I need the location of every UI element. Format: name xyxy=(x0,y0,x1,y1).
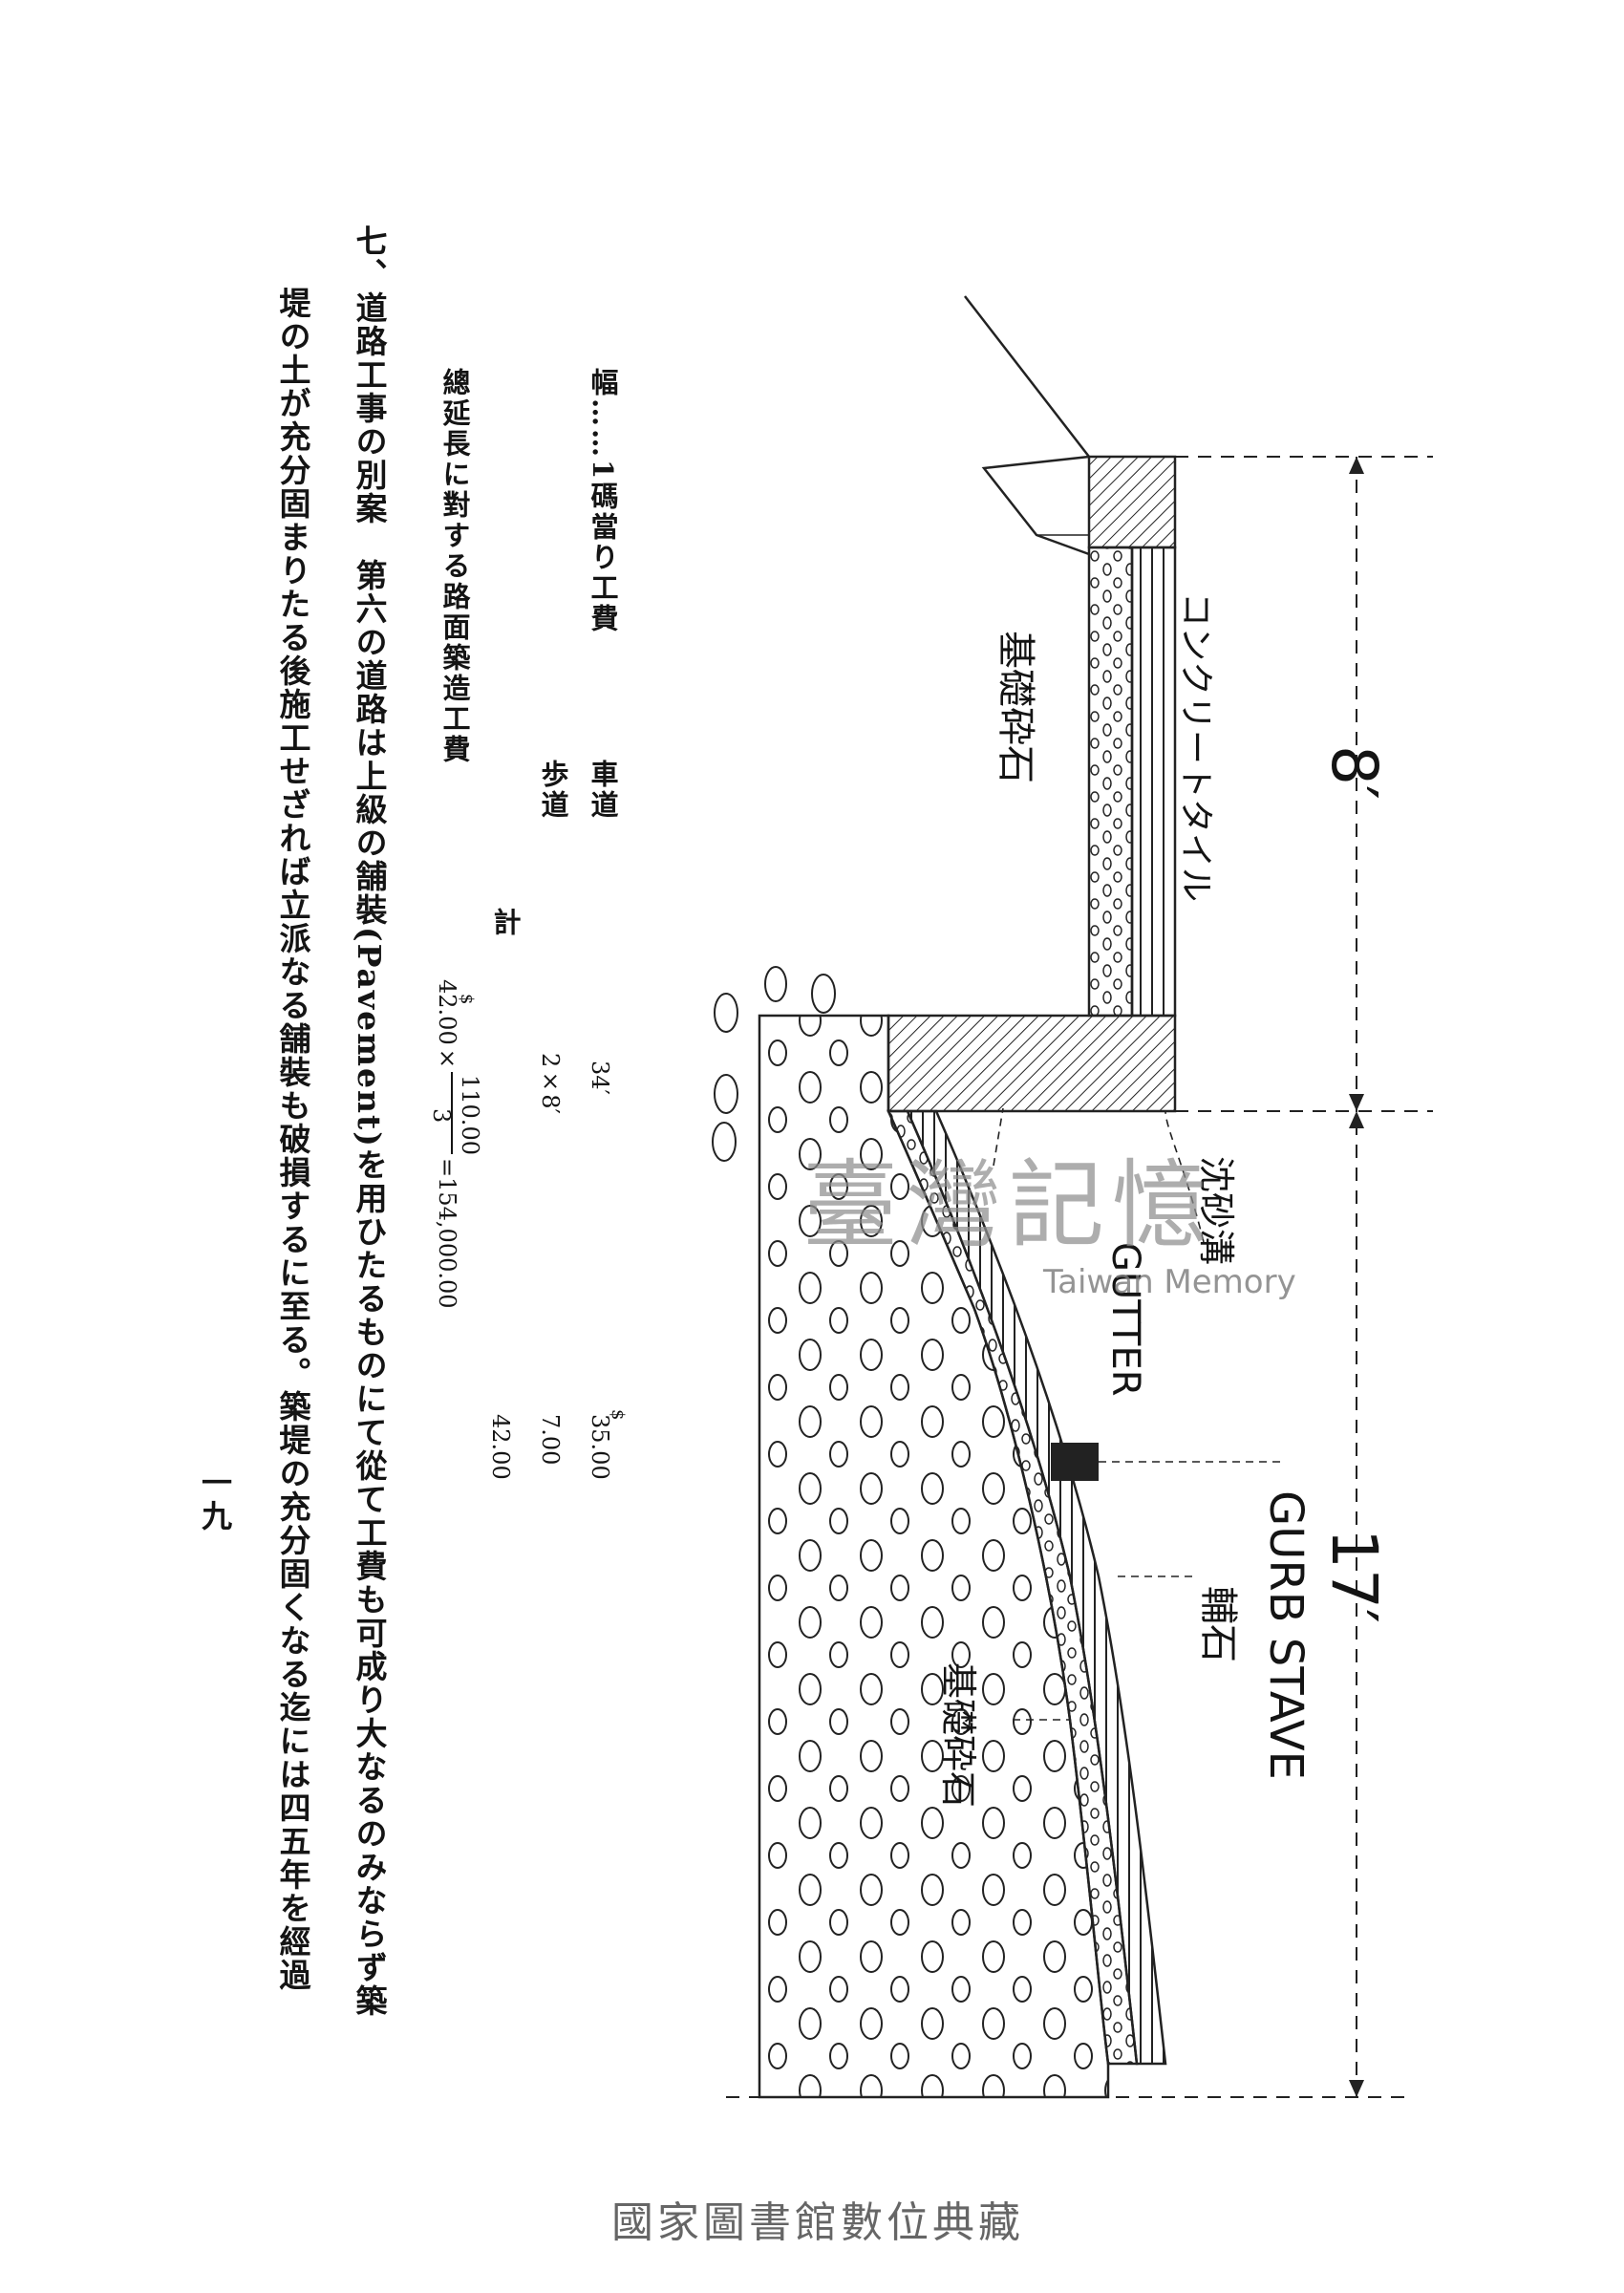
sidewalk-multiplier: 2×8′ xyxy=(537,1053,564,1114)
label-foundation-bottom: 基礎砕石 xyxy=(937,1662,979,1808)
watermark-english: Taiwan Memory xyxy=(1043,1263,1296,1301)
label-gutter: GUTTER xyxy=(1103,1242,1147,1397)
curb-block-road xyxy=(887,1014,1177,1113)
total-length-label: 總延長に對する路面築造工費 xyxy=(438,368,471,765)
body-line-1: 七、道路工事の別案 第六の道路は上級の舗裝(Pavement)を用ひたるものにて… xyxy=(351,225,388,2018)
dollar-sign-calc: $ xyxy=(457,994,477,1005)
subgrade xyxy=(758,1014,1110,2099)
curb-block-top xyxy=(1087,455,1177,549)
watermark-chinese: 臺灣記憶 xyxy=(802,1149,1215,1261)
total-label: 計 xyxy=(489,908,522,938)
label-curb-stave: GURB STAVE xyxy=(1259,1490,1313,1780)
sidewalk-foundation-layer xyxy=(1087,546,1134,1018)
label-foundation-top: 基礎砕石 xyxy=(994,631,1037,783)
gutter-block xyxy=(1051,1443,1099,1481)
roadway-multiplier: 34′ xyxy=(587,1061,613,1095)
dollar-sign-roadway: $ xyxy=(608,1409,628,1421)
calc-result: =154,000.00 xyxy=(434,1158,460,1309)
concrete-tile-layer xyxy=(1130,546,1177,1018)
footer-library-credit: 國家圖書館數位典藏 xyxy=(611,2198,1024,2247)
calc-denominator: 3 xyxy=(428,1108,455,1124)
leader-lines xyxy=(993,1107,1280,1721)
body-line-2: 堤の土が充分固まりたる後施工せざれば立派なる舗裝も破損するに至る。築堤の充分固く… xyxy=(274,287,311,1992)
label-paving-stone: 輔石 xyxy=(1196,1586,1240,1662)
calc-numerator: 110.00 xyxy=(457,1075,483,1155)
label-concrete-tile: コンクリートタイル xyxy=(1176,592,1215,902)
sidewalk-label: 歩道 xyxy=(537,760,569,821)
total-amount: 42.00 xyxy=(487,1414,514,1480)
width-cost-label: 幅……1碼當り工費 xyxy=(587,368,619,635)
calc-fraction-bar xyxy=(451,1072,453,1154)
label-width-8: 8′ xyxy=(1317,745,1391,800)
embankment-slope xyxy=(964,295,1090,556)
label-gutter-jp: 沈砂溝 xyxy=(1195,1156,1237,1265)
loose-stones xyxy=(712,966,836,1162)
roadway-amount: 35.00 xyxy=(587,1414,613,1480)
roadway-label: 車道 xyxy=(587,760,619,821)
calc-multiplier: 42.00× xyxy=(434,979,460,1072)
dimension-arrows xyxy=(1349,457,1364,2097)
page-number: 一九 xyxy=(197,1467,233,1533)
sidewalk-amount: 7.00 xyxy=(537,1414,564,1466)
label-width-17: 17′ xyxy=(1317,1529,1391,1623)
